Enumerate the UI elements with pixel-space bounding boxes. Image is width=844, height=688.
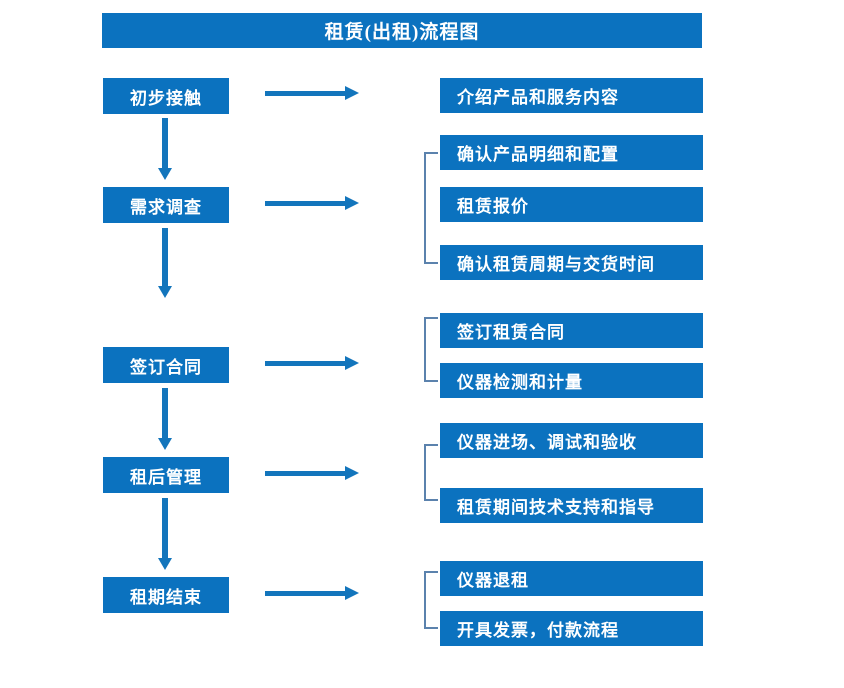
right-arrow-icon [265, 586, 359, 600]
down-arrow-icon [157, 118, 173, 180]
arrow-shaft [162, 228, 168, 286]
right-arrow-icon [265, 466, 359, 480]
flowchart-title: 租赁(出租)流程图 [102, 13, 702, 48]
arrow-head [158, 558, 172, 570]
arrow-head [345, 356, 359, 370]
arrow-head [158, 286, 172, 298]
down-arrow-icon [157, 498, 173, 570]
right-arrow-icon [265, 196, 359, 210]
arrow-head [345, 586, 359, 600]
detail-box-instrument-inspection[interactable]: 仪器检测和计量 [440, 363, 703, 398]
detail-box-introduce-products[interactable]: 介绍产品和服务内容 [440, 78, 703, 113]
arrow-shaft [265, 91, 347, 96]
down-arrow-icon [157, 388, 173, 450]
arrow-shaft [162, 498, 168, 558]
stage-box-initial-contact[interactable]: 初步接触 [103, 78, 229, 114]
detail-box-confirm-spec[interactable]: 确认产品明细和配置 [440, 135, 703, 170]
arrow-shaft [265, 361, 347, 366]
detail-box-instrument-entry-commission[interactable]: 仪器进场、调试和验收 [440, 423, 703, 458]
group-bracket-icon [424, 152, 438, 264]
detail-box-confirm-period-delivery[interactable]: 确认租赁周期与交货时间 [440, 245, 703, 280]
detail-box-rental-quote[interactable]: 租赁报价 [440, 187, 703, 222]
arrow-head [345, 86, 359, 100]
arrow-head [158, 168, 172, 180]
group-bracket-icon [424, 317, 438, 382]
down-arrow-icon [157, 228, 173, 298]
arrow-head [158, 438, 172, 450]
group-bracket-icon [424, 444, 438, 501]
detail-box-invoice-payment[interactable]: 开具发票，付款流程 [440, 611, 703, 646]
stage-box-needs-survey[interactable]: 需求调查 [103, 187, 229, 223]
arrow-head [345, 466, 359, 480]
detail-box-technical-support[interactable]: 租赁期间技术支持和指导 [440, 488, 703, 523]
stage-box-rental-end[interactable]: 租期结束 [103, 577, 229, 613]
arrow-shaft [162, 388, 168, 438]
arrow-shaft [162, 118, 168, 168]
arrow-shaft [265, 591, 347, 596]
arrow-shaft [265, 201, 347, 206]
right-arrow-icon [265, 86, 359, 100]
group-bracket-icon [424, 571, 438, 629]
detail-box-sign-rental-contract[interactable]: 签订租赁合同 [440, 313, 703, 348]
detail-box-instrument-return[interactable]: 仪器退租 [440, 561, 703, 596]
stage-box-post-rental-management[interactable]: 租后管理 [103, 457, 229, 493]
arrow-head [345, 196, 359, 210]
right-arrow-icon [265, 356, 359, 370]
stage-box-sign-contract[interactable]: 签订合同 [103, 347, 229, 383]
arrow-shaft [265, 471, 347, 476]
